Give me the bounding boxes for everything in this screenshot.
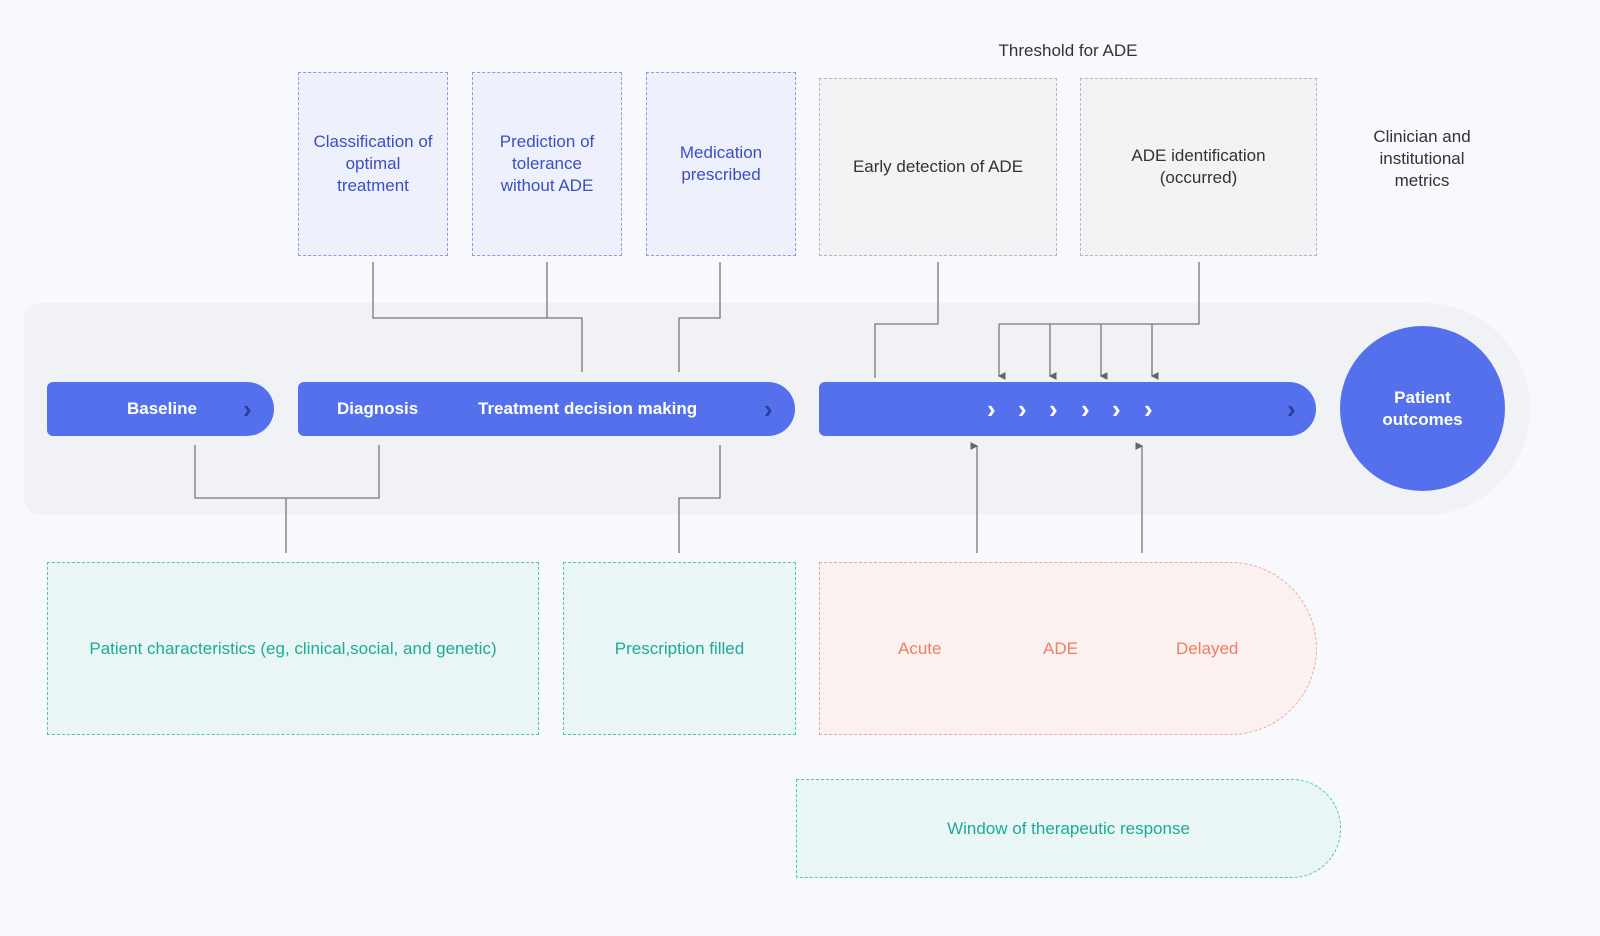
medication-box: Medication prescribed: [646, 72, 796, 256]
chevron-right-icon: ›: [1081, 394, 1090, 424]
treatment-label: Treatment decision making: [478, 399, 698, 418]
diagnosis-treatment-stage: Diagnosis Treatment decision making ›: [298, 382, 795, 436]
diagnosis-label: Diagnosis: [337, 399, 419, 418]
baseline-label: Baseline: [127, 399, 197, 418]
chevron-right-icon: ›: [1018, 394, 1027, 424]
chevron-right-icon: ›: [987, 394, 996, 424]
early-detection-box: Early detection of ADE: [819, 78, 1057, 256]
ade-identification-box: ADE identification (occurred): [1080, 78, 1317, 256]
chevron-right-icon: ›: [1144, 394, 1153, 424]
chevron-right-icon: ›: [243, 394, 252, 424]
prediction-box: Prediction of tolerance without ADE: [472, 72, 622, 256]
patient-characteristics-box: Patient characteristics (eg, clinical,so…: [47, 562, 539, 735]
patient-outcomes-circle: Patient outcomes: [1340, 326, 1505, 491]
classification-box: Classification of optimal treatment: [298, 72, 448, 256]
delayed-label: Delayed: [1176, 639, 1239, 658]
chevron-right-icon: ›: [1049, 394, 1058, 424]
acute-label: Acute: [898, 639, 942, 658]
chevron-right-icon: ›: [1112, 394, 1121, 424]
prescription-filled-box: Prescription filled: [563, 562, 796, 735]
chevron-right-icon: ›: [1287, 394, 1296, 424]
therapeutic-window-box: Window of therapeutic response: [796, 779, 1341, 878]
clinician-metrics-label: Clinician and institutional metrics: [1373, 127, 1471, 190]
ade-stage: › › › › › › ›: [819, 382, 1316, 436]
ade-label: ADE: [1043, 639, 1078, 658]
chevron-right-icon: ›: [764, 394, 773, 424]
baseline-stage: Baseline ›: [47, 382, 274, 436]
ade-window-box: Acute ADE Delayed: [819, 562, 1317, 735]
threshold-label: Threshold for ADE: [998, 41, 1138, 60]
